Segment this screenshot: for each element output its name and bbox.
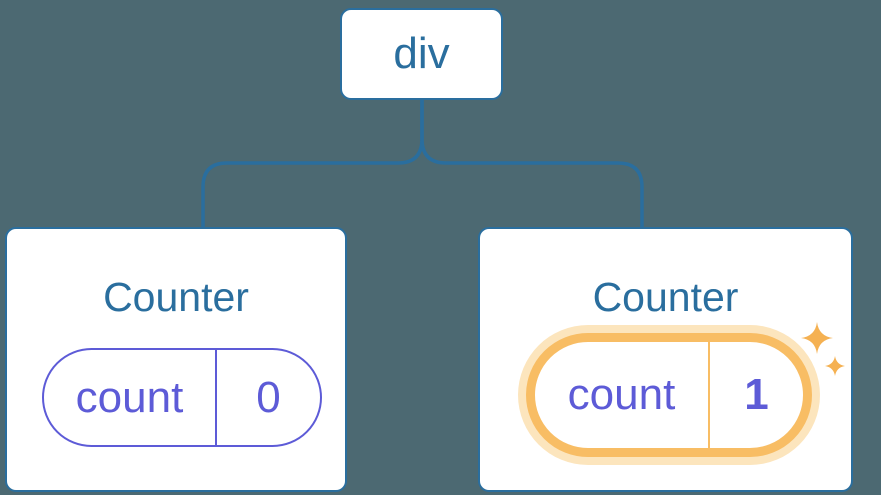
sparkles-icon <box>801 322 845 376</box>
connector-right-branch <box>420 99 644 227</box>
state-pill-highlighted: count 1 <box>526 333 812 457</box>
root-node-div: div <box>340 8 503 100</box>
state-value: 1 <box>744 370 769 419</box>
state-pill: count 0 <box>42 348 322 447</box>
component-title: Counter <box>592 274 739 320</box>
counter-card-left: Counter count 0 <box>5 227 347 492</box>
counter-card-right: Counter count 1 <box>478 227 853 492</box>
sparkle-large <box>801 322 833 354</box>
state-name: count <box>44 350 217 445</box>
component-title: Counter <box>103 274 249 320</box>
connector-left-branch <box>201 99 424 227</box>
state-name: count <box>535 342 710 448</box>
sparkle-small <box>825 356 845 376</box>
state-value: 0 <box>256 372 281 422</box>
root-node-label: div <box>393 29 450 78</box>
